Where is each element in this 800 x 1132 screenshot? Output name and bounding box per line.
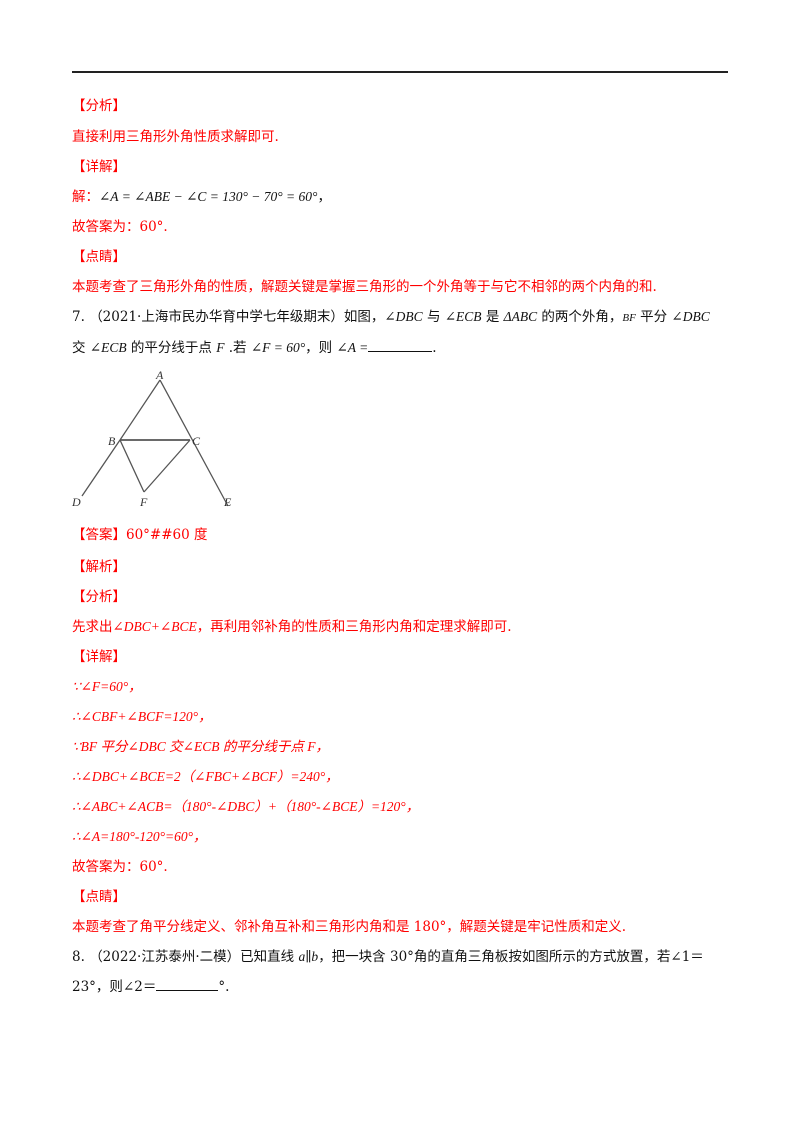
label-D: D (71, 495, 81, 509)
q7-step: ∵∠F=60°， (72, 679, 142, 694)
detail-line: 解：∠A = ∠ABE − ∠C = 130° − 70° = 60°， (72, 188, 331, 206)
triangle-figure: A B C D F E (71, 368, 232, 509)
q7-math: ∠ECB (89, 340, 127, 355)
label-F: F (139, 495, 148, 509)
header-rule (72, 71, 728, 73)
q7-text: .若 (224, 340, 251, 356)
q7-analysis-heading: 【分析】 (72, 589, 126, 605)
q8-text: ，把一块含 30°角的直角三角板按如图所示的方式放置，若∠1＝ (318, 949, 704, 965)
q7-math: ∠DBC (384, 309, 423, 324)
q8-math: a∥b (298, 949, 319, 964)
q8-stem-line2: 23°，则∠2＝ °. (72, 978, 229, 996)
q7-analysis-text: 先求出∠DBC+∠BCE，再利用邻补角的性质和三角形内角和定理求解即可. (72, 618, 512, 636)
q7-number: 7. (72, 309, 85, 325)
q8-text: 23°，则∠2＝ (72, 979, 157, 995)
comment-text: 本题考查了三角形外角的性质，解题关键是掌握三角形的一个外角等于与它不相邻的两个内… (72, 279, 657, 295)
label-C: C (192, 434, 201, 448)
q7-math: F (216, 340, 225, 355)
q7-step: ∴∠A=180°-120°=60°， (72, 829, 207, 844)
q7-analysis-part: ，再利用邻补角的性质和三角形内角和定理求解即可. (196, 619, 512, 635)
q8-text: 已知直线 (240, 949, 299, 965)
comment-heading: 【点睛】 (72, 249, 126, 265)
q8-text: °. (218, 979, 230, 995)
q7-text: . (432, 340, 437, 356)
q7-text: 与 (422, 309, 445, 325)
answer-line: 故答案为：60°. (72, 219, 168, 235)
detail-formula: ∠A = ∠ABE − ∠C = 130° − 70° = 60° (99, 189, 318, 204)
q7-math: BF (622, 312, 636, 324)
detail-prefix: 解： (72, 189, 99, 205)
q7-step: ∴∠CBF+∠BCF=120°， (72, 709, 212, 724)
q7-math: ∠F = 60° (250, 340, 306, 355)
q7-stem-line1: 7. （2021·上海市民办华育中学七年级期末）如图，∠DBC 与 ∠ECB 是… (72, 308, 710, 327)
answer-blank (368, 339, 433, 352)
q7-analysis-math: ∠DBC+∠BCE (112, 619, 197, 634)
label-A: A (155, 368, 164, 382)
q7-math: ∠DBC (671, 309, 710, 324)
q7-source: （2021·上海市民办华育中学七年级期末） (89, 309, 344, 325)
q7-analysis-part: 先求出 (72, 619, 113, 635)
q7-math: ∠A = (336, 340, 369, 355)
q7-comment-heading: 【点睛】 (72, 889, 126, 905)
q7-math: ΔABC (503, 309, 538, 324)
q7-step: ∵BF 平分∠DBC 交∠ECB 的平分线于点 F， (72, 739, 329, 754)
q7-text: 的两个外角， (537, 309, 623, 325)
q8-stem-line1: 8. （2022·江苏泰州·二模）已知直线 a∥b，把一块含 30°角的直角三角… (72, 948, 704, 966)
analysis-heading: 【分析】 (72, 98, 126, 114)
analysis-text: 直接利用三角形外角性质求解即可. (72, 129, 279, 145)
q7-comment-text: 本题考查了角平分线定义、邻补角互补和三角形内角和是 180°，解题关键是牢记性质… (72, 919, 627, 935)
q7-text: 是 (481, 309, 504, 325)
q8-source: （2022·江苏泰州·二模） (89, 949, 241, 965)
q7-text: 的平分线于点 (126, 340, 217, 356)
label-B: B (108, 434, 116, 448)
answer-blank (156, 978, 219, 991)
detail-suffix: ， (317, 189, 331, 205)
q8-number: 8. (72, 949, 85, 965)
detail-heading: 【详解】 (72, 159, 126, 175)
q7-answer: 【答案】60°##60 度 (72, 527, 208, 543)
q7-text: ，则 (305, 340, 337, 356)
q7-step: 故答案为：60°. (72, 859, 168, 875)
q7-step: ∴∠ABC+∠ACB=（180°-∠DBC）+（180°-∠BCE）=120°， (72, 799, 420, 814)
q7-detail-heading: 【详解】 (72, 649, 126, 665)
q7-stem-line2: 交 ∠ECB 的平分线于点 F .若 ∠F = 60°，则 ∠A =. (72, 339, 437, 357)
q7-text: 如图， (343, 309, 385, 325)
q7-jiexi-heading: 【解析】 (72, 559, 126, 575)
q7-step: ∴∠DBC+∠BCE=2（∠FBC+∠BCF）=240°， (72, 769, 339, 784)
label-E: E (223, 495, 232, 509)
q7-text: 交 (72, 340, 90, 356)
q7-math: ∠ECB (444, 309, 482, 324)
q7-text: 平分 (635, 309, 672, 325)
